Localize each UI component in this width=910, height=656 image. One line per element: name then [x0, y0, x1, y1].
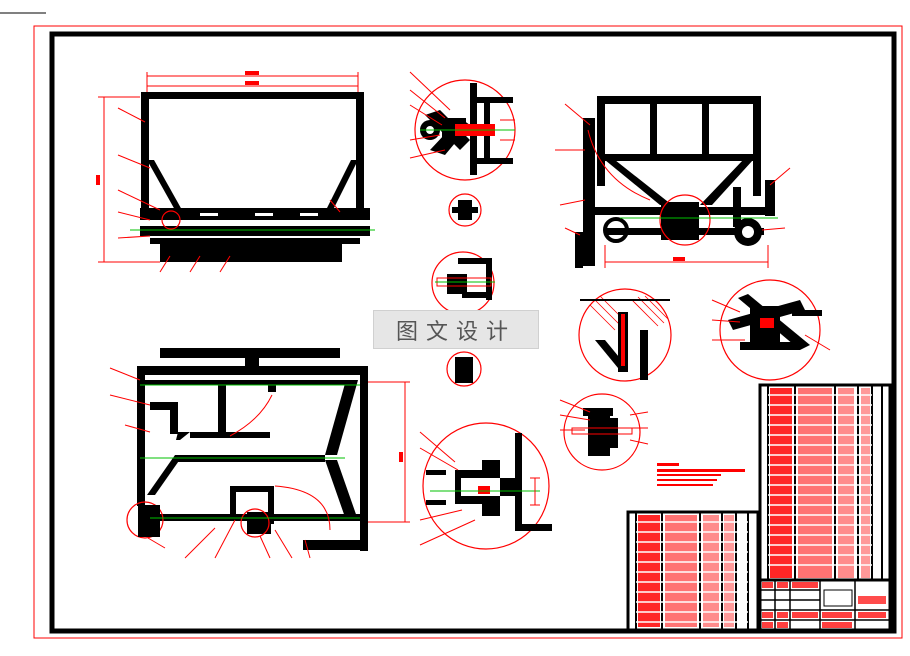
technical-notes	[657, 463, 745, 486]
detail-views	[409, 71, 552, 550]
front-view	[96, 71, 375, 273]
watermark-label: 图文设计	[373, 310, 539, 349]
sheet-borders	[0, 12, 903, 639]
top-view	[109, 348, 410, 559]
right-detail-views	[559, 279, 831, 471]
title-block	[758, 578, 892, 632]
side-view	[555, 96, 791, 268]
